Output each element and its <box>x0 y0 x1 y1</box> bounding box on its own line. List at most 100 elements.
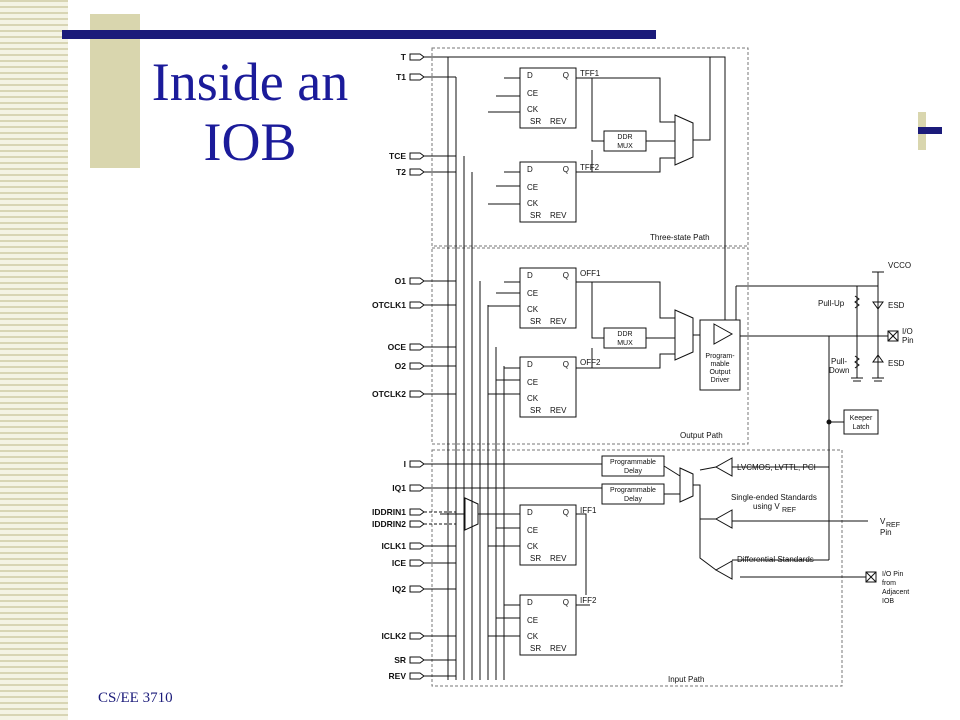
svg-text:Programmable: Programmable <box>610 487 656 494</box>
svg-text:DDR: DDR <box>617 134 632 141</box>
svg-text:Adjacent: Adjacent <box>882 589 909 596</box>
pin-iclk1: ICLK1 <box>381 541 456 551</box>
svg-text:Q: Q <box>563 508 569 517</box>
svg-text:REV: REV <box>550 211 567 220</box>
svg-text:D: D <box>527 598 533 607</box>
svg-text:ESD: ESD <box>888 359 905 368</box>
svg-text:DDR: DDR <box>617 331 632 338</box>
programmable-delay-2: Programmable Delay <box>601 483 665 505</box>
svg-text:CK: CK <box>527 305 539 314</box>
pin-o2: O2 <box>395 361 456 371</box>
corner-accent-bar <box>918 127 942 134</box>
iddr-mux <box>464 497 479 531</box>
svg-text:ICLK1: ICLK1 <box>381 541 406 551</box>
ddr-mux-output: DDR MUX <box>603 327 647 349</box>
svg-text:CE: CE <box>527 183 538 192</box>
three-state-path-box <box>431 47 749 247</box>
svg-text:Q: Q <box>563 271 569 280</box>
svg-text:Latch: Latch <box>852 424 869 431</box>
svg-text:ESD: ESD <box>888 301 905 310</box>
svg-text:IQ1: IQ1 <box>392 483 406 493</box>
slide-footer: CS/EE 3710 <box>98 690 173 706</box>
svg-text:D: D <box>527 71 533 80</box>
input-buffer-lvcmos <box>714 457 733 477</box>
svg-text:IQ2: IQ2 <box>392 584 406 594</box>
svg-text:Delay: Delay <box>624 468 642 475</box>
three-state-mux <box>674 114 694 166</box>
svg-text:OFF1: OFF1 <box>580 269 601 278</box>
title-accent-bar <box>62 30 656 39</box>
label-single-ended: Single-ended Standards <box>731 493 817 502</box>
svg-text:REV: REV <box>550 317 567 326</box>
svg-text:from: from <box>882 580 896 587</box>
pin-oce: OCE <box>388 342 456 352</box>
svg-text:Keeper: Keeper <box>850 415 873 422</box>
input-buffer-vref <box>714 509 733 529</box>
svg-text:SR: SR <box>530 317 541 326</box>
svg-text:IFF1: IFF1 <box>580 506 597 515</box>
svg-text:T1: T1 <box>396 72 406 82</box>
svg-text:Q: Q <box>563 360 569 369</box>
svg-text:Driver: Driver <box>711 377 730 384</box>
svg-text:OTCLK2: OTCLK2 <box>372 389 406 399</box>
svg-text:Q: Q <box>563 598 569 607</box>
svg-text:MUX: MUX <box>617 340 633 347</box>
svg-text:TCE: TCE <box>389 151 406 161</box>
pin-sr: SR <box>394 655 456 665</box>
svg-text:I/O Pin: I/O Pin <box>882 571 904 578</box>
label-input-path: Input Path <box>668 675 704 684</box>
svg-text:CE: CE <box>527 289 538 298</box>
svg-text:CK: CK <box>527 542 539 551</box>
ddr-mux-three-state: DDR MUX <box>603 130 647 152</box>
label-using-v: using V <box>753 502 780 511</box>
svg-text:CK: CK <box>527 199 539 208</box>
svg-text:Programmable: Programmable <box>610 459 656 466</box>
svg-text:IOB: IOB <box>882 598 894 605</box>
svg-text:SR: SR <box>530 117 541 126</box>
svg-text:TFF1: TFF1 <box>580 69 600 78</box>
svg-text:SR: SR <box>530 554 541 563</box>
svg-text:Down: Down <box>829 366 849 375</box>
svg-text:REF: REF <box>886 522 900 529</box>
svg-text:CK: CK <box>527 105 539 114</box>
svg-text:D: D <box>527 165 533 174</box>
svg-text:REV: REV <box>550 644 567 653</box>
svg-text:Output: Output <box>709 369 730 376</box>
svg-text:Pull-Up: Pull-Up <box>818 299 845 308</box>
svg-text:IDDRIN2: IDDRIN2 <box>372 519 406 529</box>
svg-text:mable: mable <box>710 361 729 368</box>
svg-text:T2: T2 <box>396 167 406 177</box>
svg-text:ICE: ICE <box>392 558 407 568</box>
svg-text:REV: REV <box>550 117 567 126</box>
pin-o1: O1 <box>395 276 456 286</box>
pin-tce: TCE <box>389 151 456 161</box>
left-pins: TT1TCET2O1OTCLK1OCEO2OTCLK2IIQ1IDDRIN1ID… <box>372 52 456 681</box>
pin-iq2: IQ2 <box>392 584 456 594</box>
svg-text:Pin: Pin <box>902 336 914 345</box>
io-pad-circuitry: VCCO Pull-Up Pull- Down ESD ESD I/O Pin <box>732 261 914 605</box>
svg-text:CE: CE <box>527 526 538 535</box>
svg-text:CE: CE <box>527 616 538 625</box>
pin-rev: REV <box>389 671 456 681</box>
output-mux <box>674 309 694 361</box>
svg-text:IDDRIN1: IDDRIN1 <box>372 507 406 517</box>
label-differential: Differential Standards <box>737 555 814 564</box>
svg-text:D: D <box>527 360 533 369</box>
pin-ice: ICE <box>392 558 456 568</box>
svg-text:OFF2: OFF2 <box>580 358 601 367</box>
svg-text:Delay: Delay <box>624 496 642 503</box>
pin-t1: T1 <box>396 72 456 82</box>
label-three-state-path: Three-state Path <box>650 233 710 242</box>
svg-text:REV: REV <box>550 554 567 563</box>
svg-text:ICLK2: ICLK2 <box>381 631 406 641</box>
svg-text:D: D <box>527 271 533 280</box>
svg-text:V: V <box>880 517 886 526</box>
svg-text:O1: O1 <box>395 276 407 286</box>
svg-text:REV: REV <box>389 671 407 681</box>
programmable-delay-1: Programmable Delay <box>601 455 665 477</box>
svg-text:SR: SR <box>530 406 541 415</box>
